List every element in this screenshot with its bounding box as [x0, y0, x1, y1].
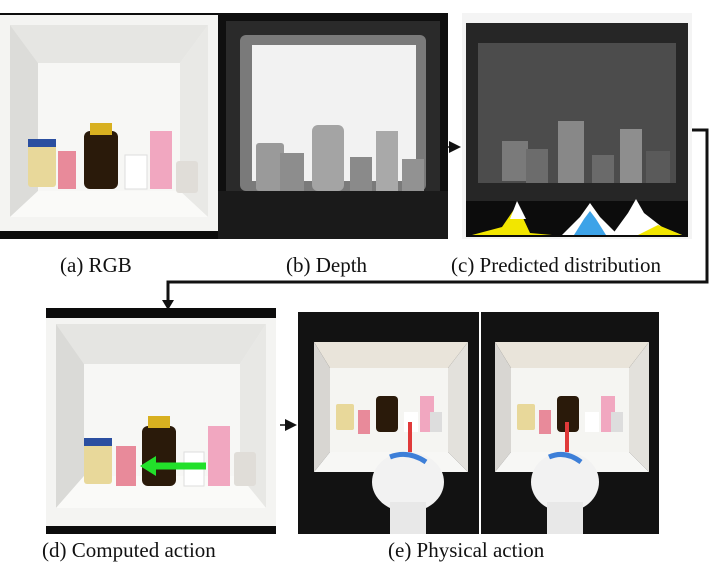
- caption-rgb: (a) RGB: [60, 253, 132, 277]
- caption-predicted-distribution: (c) Predicted distribution: [451, 253, 661, 277]
- physical-action-panel-after: [481, 312, 659, 534]
- caption-physical-action: (e) Physical action: [388, 538, 545, 562]
- rgb-image-panel: [0, 13, 218, 239]
- physical-action-panel-before: [298, 312, 479, 534]
- predicted-distribution-panel: [462, 13, 692, 239]
- computed-action-panel: [46, 308, 276, 534]
- caption-computed-action: (d) Computed action: [42, 538, 216, 562]
- depth-image-panel: [218, 13, 448, 239]
- caption-depth: (b) Depth: [286, 253, 368, 277]
